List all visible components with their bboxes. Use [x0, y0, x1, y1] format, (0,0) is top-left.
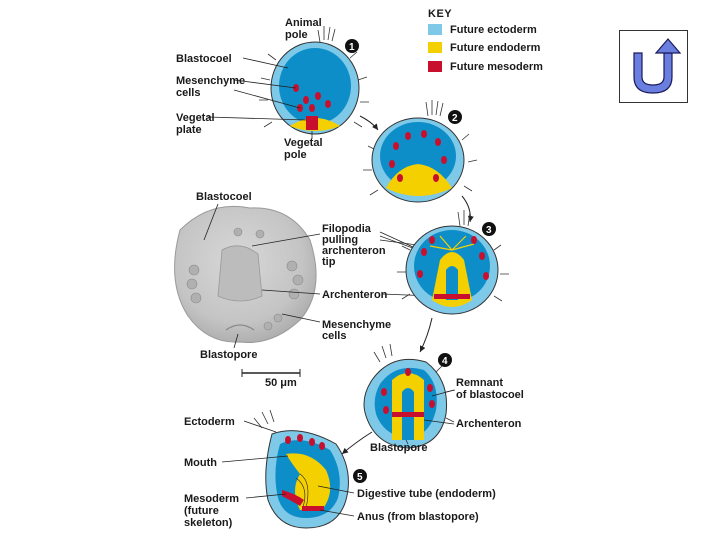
step-marker-1 [345, 39, 359, 53]
step-number-1: 1 [349, 42, 355, 53]
key-legend: KEY Future ectoderm Future endoderm Futu… [428, 8, 543, 73]
stage-5-leader-lines [221, 420, 355, 517]
step-marker-4 [438, 353, 452, 367]
label-blastopore-micrograph: Blastopore [200, 349, 257, 361]
back-button[interactable] [619, 30, 688, 103]
label-digestive-tube: Digestive tube (endoderm) [357, 488, 496, 500]
step-number-3: 3 [486, 225, 492, 236]
arrow-1-to-2 [359, 115, 379, 131]
key-swatch-mesoderm [428, 61, 442, 72]
label-blastocoel: Blastocoel [176, 53, 232, 65]
arrow-3-to-4 [419, 317, 433, 353]
micrograph [174, 205, 317, 344]
key-label-mesoderm: Future mesoderm [450, 61, 543, 73]
step-number-4: 4 [442, 356, 448, 367]
label-archenteron-stage-4: Archenteron [456, 418, 522, 430]
step-number-2: 2 [452, 113, 458, 124]
key-label-endoderm: Future endoderm [450, 42, 541, 54]
step-marker-5 [353, 469, 367, 483]
step-marker-3 [482, 222, 496, 236]
stage-4-embryo [363, 343, 456, 449]
stage-5-embryo [253, 409, 349, 529]
key-swatch-endoderm [428, 42, 442, 53]
stage-1-embryo [259, 26, 369, 135]
step-number-5: 5 [357, 472, 363, 483]
label-blastopore-stage-4: Blastopore [370, 442, 427, 454]
stage-3-embryo [397, 210, 509, 315]
label-scale-bar: 50 μm [265, 377, 297, 389]
label-ectoderm: Ectoderm [184, 416, 235, 428]
arrow-2-to-3 [461, 195, 474, 223]
u-turn-arrow-icon [633, 38, 682, 94]
leader-blastopore-micrograph [233, 333, 239, 349]
step-marker-2 [448, 110, 462, 124]
key-label-ectoderm: Future ectoderm [450, 24, 537, 36]
stage-4-leader-lines [405, 389, 455, 445]
label-blastocoel-micrograph: Blastocoel [196, 191, 252, 203]
key-swatch-ectoderm [428, 24, 442, 35]
label-archenteron: Archenteron [322, 289, 388, 301]
stage-2-embryo [363, 100, 478, 203]
label-anus: Anus (from blastopore) [357, 511, 479, 523]
leader-blastocoel-micrograph [203, 203, 219, 241]
stage-1-leader-lines [207, 57, 313, 139]
key-title: KEY [428, 8, 452, 20]
label-mouth: Mouth [184, 457, 217, 469]
arrow-4-to-5 [341, 431, 373, 455]
